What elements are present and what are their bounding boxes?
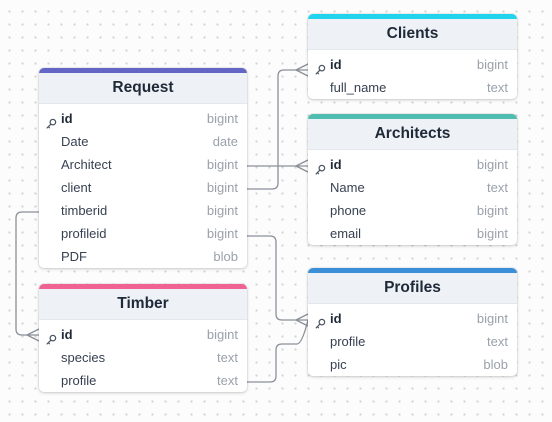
field-row-profileid[interactable]: profileid bigint [39,222,247,245]
table-accent-bar [39,68,247,73]
field-row-pdf[interactable]: PDF blob [39,245,247,268]
crows-foot-marker [295,63,309,77]
field-row-id[interactable]: id bigint [308,307,517,330]
table-title: Request [39,73,247,104]
field-name: Name [330,180,365,195]
field-type: bigint [206,327,238,342]
field-row-timberid[interactable]: timberid bigint [39,199,247,222]
primary-key-icon [315,313,326,329]
field-name: Date [61,134,89,149]
table-timber[interactable]: Timber id bigint species text profile text [39,284,247,392]
field-name: species [61,350,106,365]
table-title: Timber [39,289,247,320]
field-type: bigint [206,111,238,126]
field-type: date [212,134,238,149]
field-row-client[interactable]: client bigint [39,176,247,199]
field-row-date[interactable]: Date date [39,130,247,153]
relation-line [247,235,308,321]
primary-key-icon [315,159,326,175]
field-name: id [330,57,342,72]
relation-line [15,211,39,336]
field-type: blob [483,357,508,372]
table-accent-bar [308,14,517,19]
field-name: id [330,311,342,326]
crows-foot-marker [295,159,309,173]
relation-line [247,319,309,383]
field-type: blob [213,249,238,264]
table-title: Architects [308,119,517,150]
field-row-pic[interactable]: pic blob [308,353,517,376]
field-row-email[interactable]: email bigint [308,222,517,245]
field-type: bigint [476,157,508,172]
table-accent-bar [308,268,517,273]
field-name: id [330,157,342,172]
field-type: text [217,350,238,365]
field-row-id[interactable]: id bigint [39,107,247,130]
table-accent-bar [39,284,247,289]
field-name: pic [330,357,347,372]
field-row-full-name[interactable]: full_name text [308,76,517,99]
field-type: bigint [476,57,508,72]
field-row-name[interactable]: Name text [308,176,517,199]
field-type: text [217,373,238,388]
field-name: client [61,180,92,195]
field-row-id[interactable]: id bigint [308,153,517,176]
table-clients[interactable]: Clients id bigint full_name text [308,14,517,99]
field-name: Architect [61,157,112,172]
field-name: full_name [330,80,387,95]
field-name: id [61,327,73,342]
table-profiles[interactable]: Profiles id bigint profile text pic blob [308,268,517,376]
field-type: bigint [206,157,238,172]
field-row-profile[interactable]: profile text [39,369,247,392]
field-name: timberid [61,203,108,218]
crows-foot-marker [295,313,309,327]
table-title: Profiles [308,273,517,304]
field-row-id[interactable]: id bigint [308,53,517,76]
field-type: bigint [206,226,238,241]
field-name: PDF [61,249,87,264]
field-row-profile[interactable]: profile text [308,330,517,353]
relation-line [247,69,308,190]
field-row-species[interactable]: species text [39,346,247,369]
field-list: id bigint species text profile text [39,320,247,392]
field-type: bigint [206,180,238,195]
field-name: phone [330,203,367,218]
field-name: id [61,111,73,126]
primary-key-icon [46,113,57,129]
field-type: bigint [476,226,508,241]
field-name: profile [61,373,97,388]
primary-key-icon [315,59,326,75]
field-list: id bigint profile text pic blob [308,304,517,376]
field-type: bigint [476,203,508,218]
field-row-phone[interactable]: phone bigint [308,199,517,222]
field-row-id[interactable]: id bigint [39,323,247,346]
crows-foot-marker [26,328,40,342]
field-type: bigint [206,203,238,218]
field-list: id bigint full_name text [308,50,517,99]
table-accent-bar [308,114,517,119]
field-name: profile [330,334,366,349]
field-type: text [487,80,508,95]
field-type: text [487,180,508,195]
field-type: text [487,334,508,349]
primary-key-icon [46,329,57,345]
field-type: bigint [476,311,508,326]
field-name: profileid [61,226,107,241]
field-row-architect[interactable]: Architect bigint [39,153,247,176]
field-name: email [330,226,362,241]
table-title: Clients [308,19,517,50]
